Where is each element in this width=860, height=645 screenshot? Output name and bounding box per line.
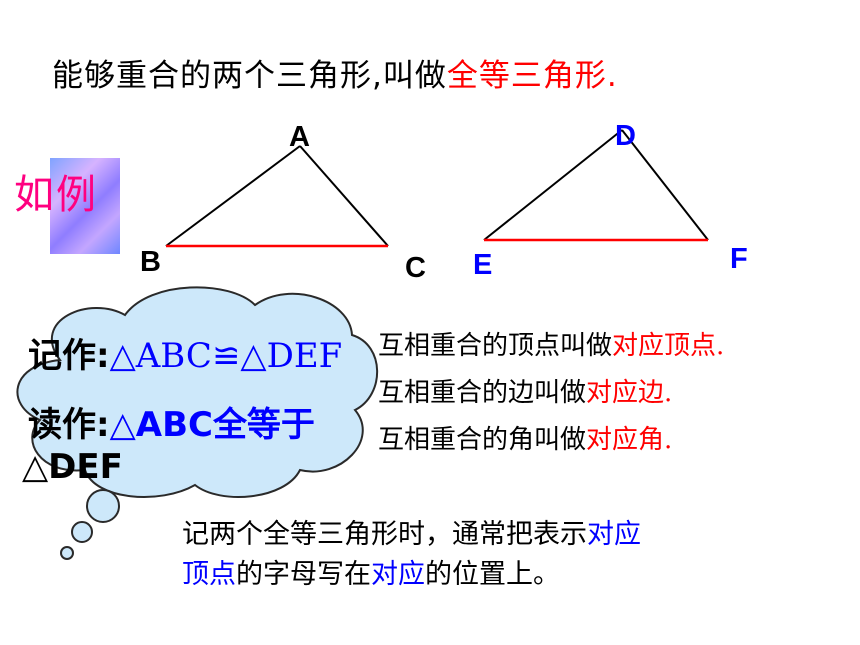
- bottom-line2-mid: 的字母写在: [236, 559, 371, 590]
- vertex-label-d: D: [615, 120, 636, 152]
- record-notation: 记作:△ABC≌△DEF: [28, 328, 342, 377]
- note-vertices: 互相重合的顶点叫做对应顶点.: [378, 325, 724, 362]
- vertex-label-a: A: [289, 121, 310, 153]
- side-ab: [165, 145, 301, 247]
- bottom-text-line2: 顶点的字母写在对应的位置上。: [182, 552, 560, 591]
- note-vertices-highlight: 对应顶点.: [612, 331, 725, 361]
- record-value: △ABC≌△DEF: [109, 336, 343, 376]
- title-highlight: 全等三角形.: [446, 58, 618, 94]
- bottom-line2-highlight2: 对应: [371, 559, 425, 590]
- note-angles: 互相重合的角叫做对应角.: [378, 419, 672, 456]
- vertex-label-b: B: [140, 246, 161, 278]
- note-sides-highlight: 对应边.: [586, 378, 673, 408]
- read-label: 读作:: [28, 405, 110, 445]
- example-label: 如例: [14, 172, 98, 218]
- bottom-text-line1: 记两个全等三角形时，通常把表示对应: [182, 512, 641, 551]
- vertex-label-f: F: [730, 243, 748, 275]
- bottom-line2-suffix: 的位置上。: [425, 559, 560, 590]
- note-vertices-text: 互相重合的顶点叫做: [378, 331, 613, 361]
- side-de: [483, 129, 623, 241]
- side-df: [621, 129, 709, 241]
- vertex-label-e: E: [473, 249, 493, 281]
- bottom-line1-text: 记两个全等三角形时，通常把表示: [182, 519, 587, 550]
- read-value-line2: △DEF: [22, 447, 123, 487]
- triangle-abc: [165, 145, 389, 248]
- side-ac: [299, 145, 389, 247]
- read-notation: 读作:△ABC全等于: [28, 397, 315, 446]
- record-label: 记作:: [28, 336, 110, 376]
- note-sides: 互相重合的边叫做对应边.: [378, 372, 672, 409]
- bottom-line2-highlight: 顶点: [182, 559, 236, 590]
- read-value-line1: △ABC全等于: [109, 405, 315, 445]
- example-gradient-box: [50, 158, 120, 254]
- note-sides-text: 互相重合的边叫做: [378, 378, 587, 408]
- thought-cloud: [16, 286, 379, 560]
- triangle-def: [483, 129, 709, 242]
- vertex-label-c: C: [405, 252, 426, 284]
- title-prefix: 能够重合的两个三角形,叫做: [52, 58, 447, 94]
- note-angles-text: 互相重合的角叫做: [378, 425, 587, 455]
- note-angles-highlight: 对应角.: [586, 425, 673, 455]
- bottom-line1-highlight: 对应: [587, 519, 641, 550]
- page-title: 能够重合的两个三角形,叫做全等三角形.: [52, 50, 618, 95]
